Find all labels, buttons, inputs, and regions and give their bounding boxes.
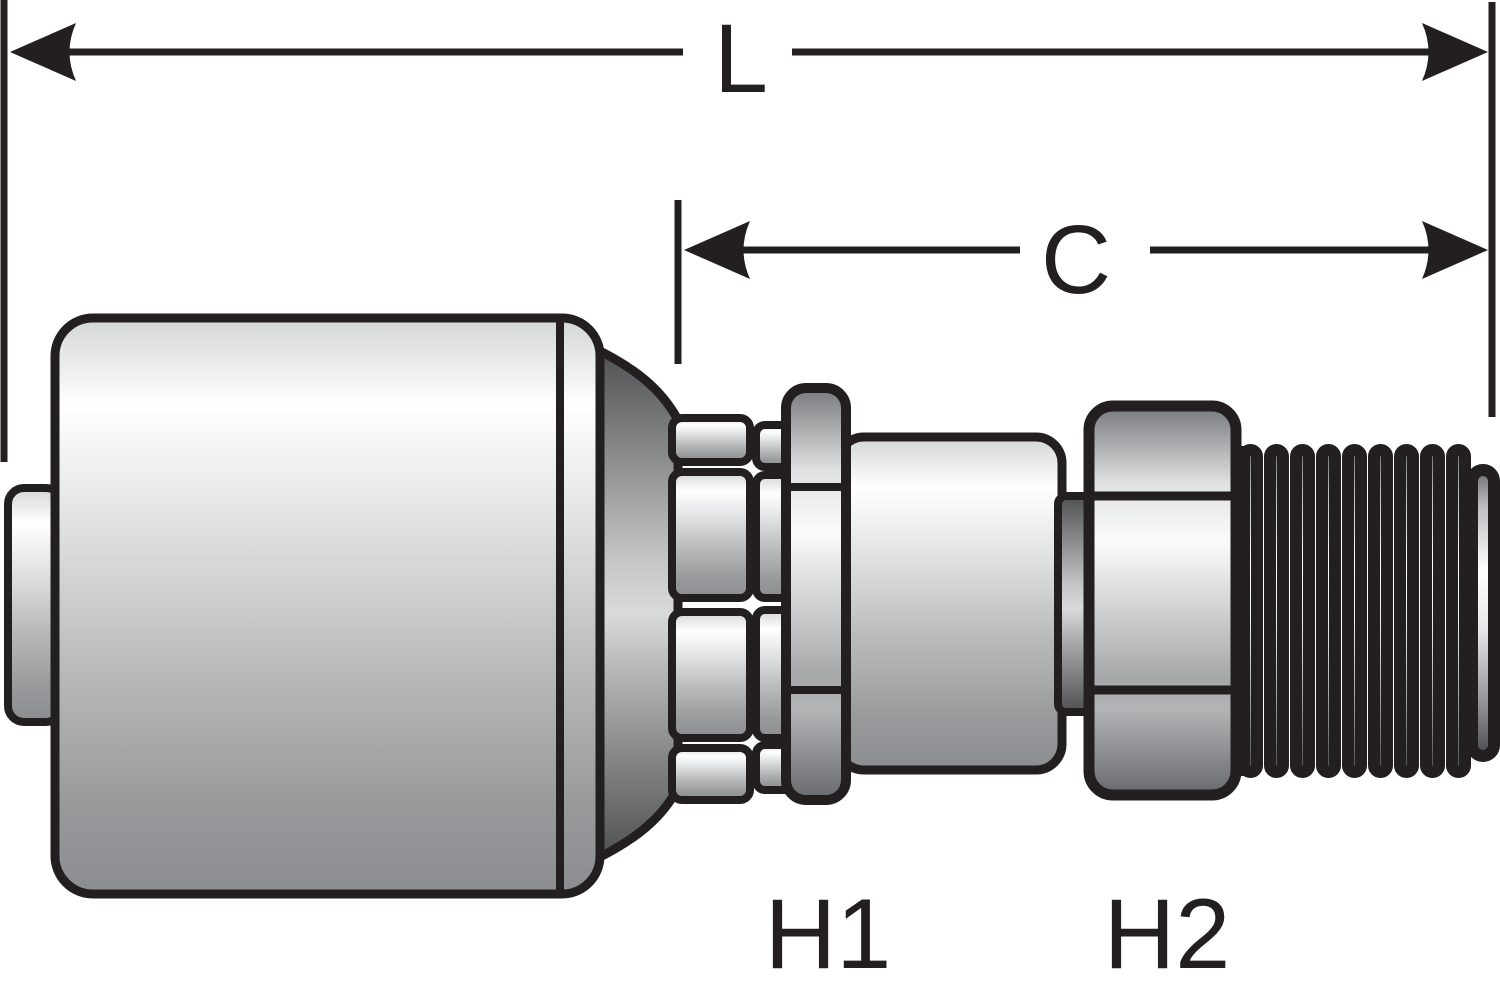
dim-label-C: C: [1041, 205, 1111, 314]
thread-crest: [1264, 444, 1289, 778]
collar-band: [668, 468, 754, 602]
fitting-illustration: [4, 313, 1500, 899]
thread-crest: [1238, 444, 1263, 778]
ferrule-shell: [50, 313, 605, 899]
dimension-C: C: [674, 200, 1488, 364]
hex-nut-h2-body: [1083, 400, 1242, 801]
c-arrowhead-right: [1422, 221, 1488, 279]
thread-crest: [1316, 444, 1341, 778]
l-arrowhead-left: [10, 23, 76, 81]
l-arrowhead-right: [1422, 23, 1488, 81]
collar-band: [668, 744, 754, 804]
hex-nut-h1: [781, 383, 851, 805]
thread-crest: [1368, 444, 1393, 778]
thread-end-chamfer: [1466, 464, 1500, 762]
dimension-L: L: [0, 0, 1496, 462]
c-arrowhead-left: [684, 221, 750, 279]
male-thread: [1234, 444, 1500, 778]
label-h2: H2: [1104, 878, 1231, 989]
thread-crest: [1342, 444, 1367, 778]
label-h1: H1: [765, 878, 892, 989]
thread-crest: [1420, 444, 1445, 778]
dim-label-L: L: [714, 4, 768, 113]
hex-nut-h1-body: [781, 383, 851, 805]
body-cylinder: [833, 432, 1067, 775]
collar-band: [668, 414, 754, 466]
crimp-collar-serrations: [668, 414, 754, 804]
thread-crest: [1446, 444, 1471, 778]
collar-band: [668, 608, 754, 742]
thread-crest: [1290, 444, 1315, 778]
crimp-ferrule: [50, 313, 605, 899]
hex-nut-h2: [1083, 400, 1242, 801]
thread-crest: [1394, 444, 1419, 778]
